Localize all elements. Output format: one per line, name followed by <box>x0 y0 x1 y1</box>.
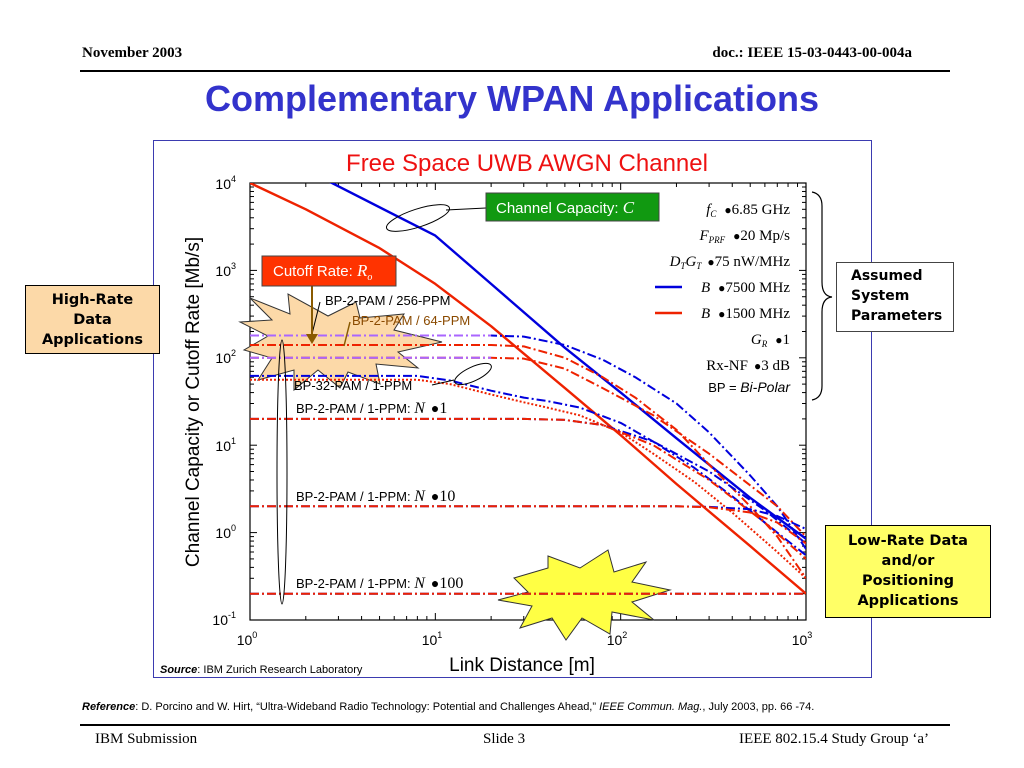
ppm64-leader <box>343 321 351 347</box>
series-line-0 <box>329 183 806 540</box>
annotation-n100: BP-2-PAM / 1-PPM: N●100 <box>296 575 463 592</box>
x-tick-label: 103 <box>792 630 813 648</box>
parameter-list: fC●6.85 GHz FPRF●20 Mp/s DTGT●75 nW/MHz … <box>669 202 792 395</box>
series-layer <box>250 183 806 595</box>
assumed-line: Assumed <box>851 268 923 284</box>
annotation-bp32-1ppm: BP-32-PAM / 1-PPM <box>294 378 412 393</box>
y-tick-label: 101 <box>215 436 236 454</box>
y-tick-label: 10-1 <box>212 610 236 628</box>
x-axis-label: Link Distance [m] <box>449 655 595 676</box>
capacity-callout: Channel Capacity: C <box>496 198 635 217</box>
annotation-bp2-256ppm: BP-2-PAM / 256-PPM <box>325 293 450 308</box>
cutoff-arrow-head <box>306 334 318 344</box>
high-rate-label: High-Rate Data Applications <box>25 285 160 354</box>
low-rate-line: and/or <box>881 553 935 569</box>
param-gr: GR●1 <box>751 332 790 349</box>
bp32-leader <box>431 379 455 386</box>
annotation-bp2-64ppm: BP-2-PAM / 64-PPM <box>352 313 470 328</box>
high-rate-line: Applications <box>41 332 144 348</box>
slide-title: Complementary WPAN Applications <box>204 78 820 119</box>
footer-submitter: IBM Submission <box>95 731 198 747</box>
y-tick-label: 104 <box>215 174 236 192</box>
y-tick-label: 102 <box>215 348 236 366</box>
annotation-n10: BP-2-PAM / 1-PPM: N●10 <box>296 488 455 505</box>
bp32-ellipse <box>454 362 492 386</box>
param-bp: BP = Bi-Polar <box>708 379 791 395</box>
x-tick-label: 100 <box>237 630 258 648</box>
param-rx-nf: Rx-NF●3 dB <box>706 358 790 374</box>
series-line-1 <box>250 183 806 595</box>
y-tick-label: 103 <box>215 261 236 279</box>
low-rate-starburst <box>497 549 672 641</box>
assumed-line: System <box>851 288 910 304</box>
cutoff-callout: Cutoff Rate: Ro <box>273 261 372 283</box>
y-tick-label: 100 <box>215 523 236 541</box>
x-tick-labels: 100 101 102 103 <box>237 630 813 648</box>
low-rate-line: Low-Rate Data <box>848 533 968 549</box>
x-tick-label: 102 <box>607 630 628 648</box>
param-b-7500: B●7500 MHz <box>701 280 790 296</box>
param-dtgt: DTGT●75 nW/MHz <box>669 254 791 271</box>
header-date: November 2003 <box>82 45 183 61</box>
param-fprf: FPRF●20 Mp/s <box>698 228 790 245</box>
capacity-leader <box>445 207 487 211</box>
series-line-6 <box>250 378 806 580</box>
low-rate-label: Low-Rate Data and/or Positioning Applica… <box>825 525 991 618</box>
reference-note: Reference: D. Porcino and W. Hirt, “Ultr… <box>82 701 815 713</box>
high-rate-line: High-Rate <box>51 292 134 308</box>
high-rate-starburst <box>238 293 443 392</box>
series-line-10 <box>250 505 806 545</box>
footer-rule <box>80 724 950 726</box>
x-tick-label: 101 <box>422 630 443 648</box>
chart-frame <box>153 140 872 678</box>
chart-title: Free Space UWB AWGN Channel <box>346 150 708 177</box>
low-rate-line: Applications <box>857 593 959 609</box>
capacity-callout-box <box>485 192 660 222</box>
y-axis-label: Channel Capacity or Cutoff Rate [Mb/s] <box>183 237 204 567</box>
cutoff-callout-box <box>261 255 397 287</box>
footer-slide-number: Slide 3 <box>483 731 526 747</box>
footer-group: IEEE 802.15.4 Study Group ‘a’ <box>739 731 929 747</box>
annotation-n1: BP-2-PAM / 1-PPM: N●1 <box>296 400 447 417</box>
high-rate-line: Data <box>73 312 112 328</box>
plot-area <box>249 182 807 621</box>
param-b-1500: B●1500 MHz <box>701 306 790 322</box>
assumed-line: Parameters <box>851 308 943 324</box>
header-rule <box>80 70 950 72</box>
series-line-8 <box>250 417 806 560</box>
parameter-brace <box>811 191 833 401</box>
ppm256-leader <box>311 301 321 335</box>
n-group-ellipse <box>276 339 288 605</box>
axis-ticks <box>249 183 806 621</box>
low-rate-line: Positioning <box>861 573 955 589</box>
y-tick-labels: 10-1 100 101 102 103 104 <box>212 174 236 628</box>
param-fc: fC●6.85 GHz <box>706 202 790 219</box>
capacity-ellipse <box>385 204 451 232</box>
header-doc-id: doc.: IEEE 15-03-0443-00-004a <box>712 45 912 61</box>
source-note: Source: IBM Zurich Research Laboratory <box>160 664 363 676</box>
series-line-2 <box>250 334 806 550</box>
assumed-parameters-label: Assumed System Parameters <box>836 262 954 332</box>
